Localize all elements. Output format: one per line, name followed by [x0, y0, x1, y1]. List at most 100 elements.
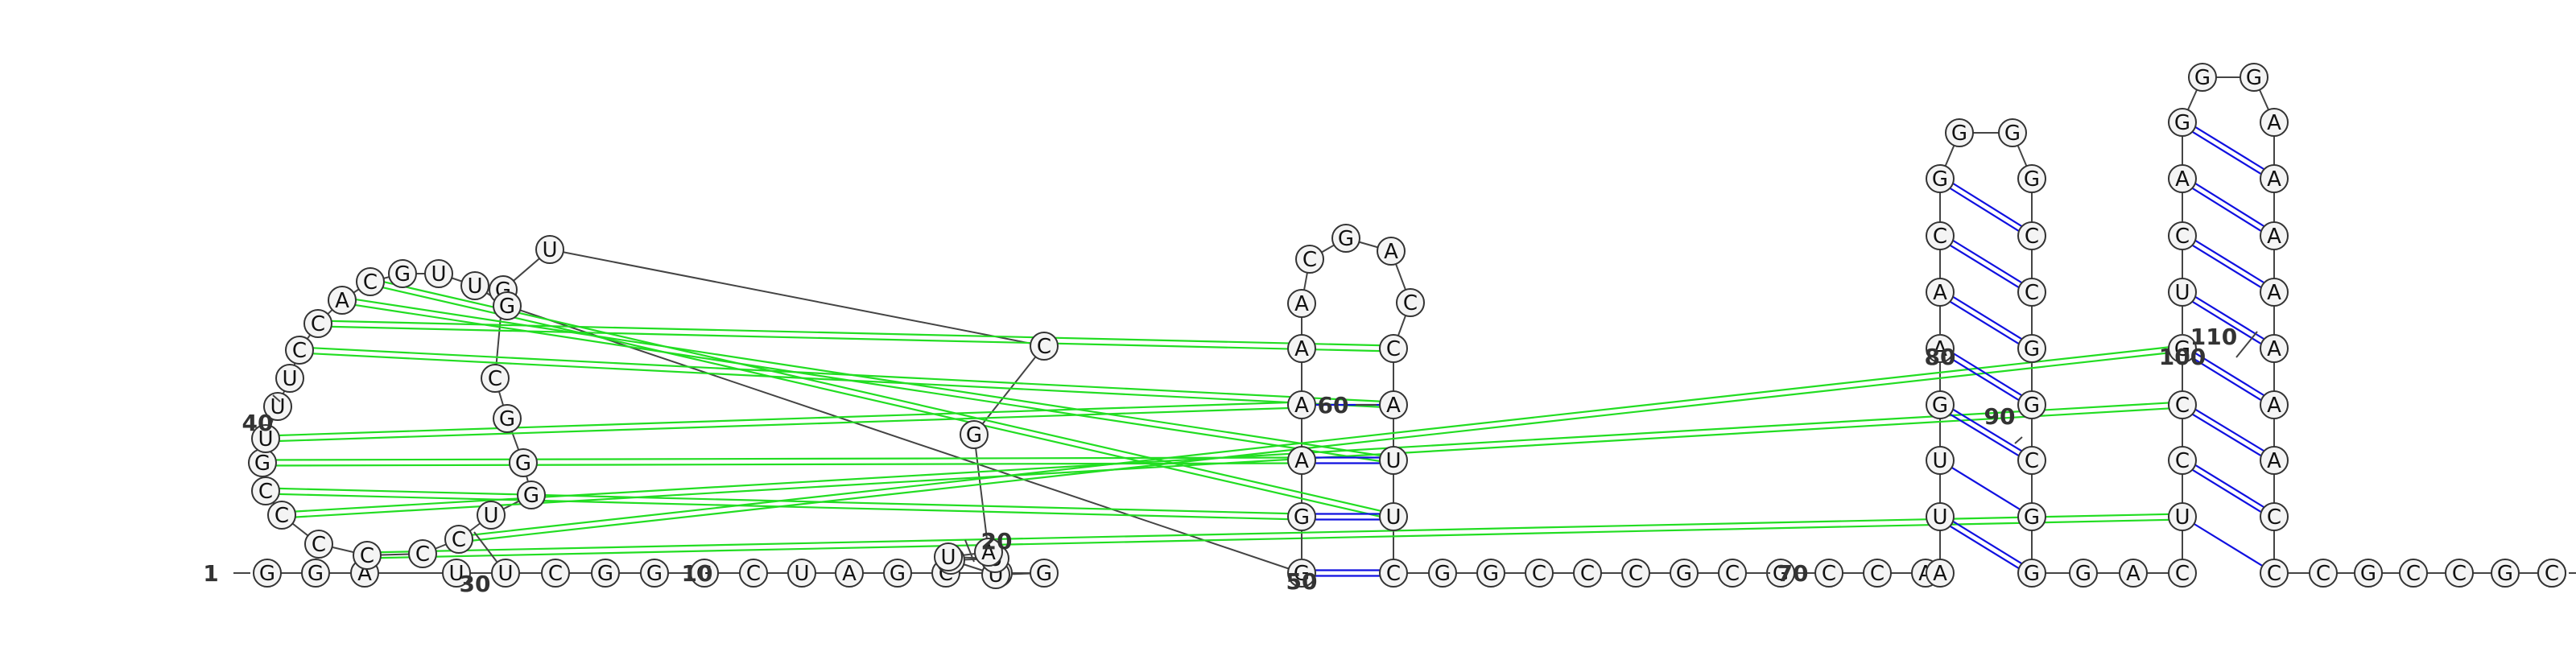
svg-text:C: C [1725, 562, 1740, 586]
nucleotide: C [353, 541, 382, 570]
pseudoknot-pair [459, 350, 2183, 543]
svg-text:A: A [2267, 111, 2281, 135]
base-pair [2180, 180, 2273, 239]
svg-text:C: C [2025, 281, 2039, 305]
svg-text:C: C [1403, 291, 1418, 316]
nucleotide: U [1379, 502, 1408, 531]
svg-text:A: A [2267, 167, 2281, 192]
svg-text:A: A [1386, 394, 1401, 418]
svg-text:G: G [2497, 562, 2513, 586]
svg-text:C: C [360, 544, 374, 568]
svg-text:C: C [1386, 337, 1401, 361]
svg-text:C: C [2175, 225, 2190, 249]
base-pair [2180, 124, 2273, 182]
nucleotide: U [787, 559, 816, 588]
base-pair [1938, 237, 2031, 295]
nucleotide: G [1670, 559, 1699, 588]
svg-text:G: G [2024, 394, 2040, 418]
nucleotide: G [2017, 502, 2046, 531]
nucleotide: C [356, 267, 385, 296]
pseudoknot-pair [282, 406, 2183, 519]
nucleotide: A [2260, 446, 2289, 475]
nucleotide: C [304, 530, 333, 559]
svg-text:U: U [467, 274, 482, 299]
nucleotide: G [493, 291, 522, 320]
base-pair [1938, 294, 2031, 352]
nucleotide: C [2399, 559, 2428, 588]
svg-text:G: G [2360, 562, 2376, 586]
backbone-segment [506, 305, 1302, 574]
nucleotide: G [509, 448, 538, 477]
nucleotide: A [1287, 446, 1316, 475]
svg-text:A: A [1933, 562, 1947, 586]
nucleotide: G [883, 559, 912, 588]
base-pair [2183, 233, 2277, 291]
base-pair [1941, 513, 2034, 571]
nucleotide: A [2260, 164, 2289, 193]
nucleotide: A [1379, 390, 1408, 419]
number-tick [473, 531, 498, 563]
svg-text:G: G [2024, 167, 2040, 192]
svg-text:A: A [1294, 292, 1309, 316]
svg-text:G: G [2246, 66, 2262, 90]
svg-text:G: G [966, 423, 982, 447]
nucleotide-layer: GGAUUCGGGCUAGCGGUAUUAGCUGCGGGUCCCCCCGUUU… [248, 63, 2566, 589]
svg-text:G: G [2174, 337, 2190, 361]
svg-text:C: C [1870, 562, 1885, 586]
base-pair [1938, 518, 2031, 576]
nucleotide: G [1766, 559, 1795, 588]
nucleotide: G [2354, 559, 2383, 588]
nucleotide: G [301, 559, 330, 588]
pseudoknot-pair [341, 302, 1393, 464]
nucleotide: C [2168, 390, 2197, 419]
svg-text:G: G [254, 452, 270, 476]
base-pair [2183, 345, 2277, 403]
nucleotide: C [1718, 559, 1747, 588]
nucleotide: G [2017, 164, 2046, 193]
nucleotide: G [1476, 559, 1505, 588]
nucleotide: C [2260, 559, 2289, 588]
nucleotide: G [591, 559, 620, 588]
base-pair [2180, 237, 2273, 295]
nucleotide: A [1926, 559, 1955, 588]
base-pair [1938, 406, 2031, 464]
nucleotide: G [1998, 118, 2027, 147]
nucleotide: A [2260, 334, 2289, 363]
svg-text:C: C [2316, 562, 2330, 586]
base-pair [1941, 175, 2034, 234]
nucleotide: C [303, 309, 332, 338]
nucleotide: G [1926, 390, 1955, 419]
nucleotide: U [2168, 502, 2197, 531]
base-pair [2183, 289, 2277, 347]
nucleotide: G [1926, 164, 1955, 193]
nucleotide: G [493, 404, 522, 433]
svg-text:C: C [548, 562, 563, 586]
nucleotide-number: 20 [981, 528, 1013, 555]
nucleotide-number: 10 [682, 560, 713, 587]
nucleotide: U [477, 501, 506, 530]
base-pair [1939, 460, 2033, 518]
pseudoknot-pair [366, 513, 2182, 554]
svg-text:U: U [1385, 449, 1401, 473]
svg-text:A: A [842, 562, 857, 586]
nucleotide: U [275, 364, 304, 393]
svg-text:C: C [363, 270, 378, 295]
pseudoknot-pair [265, 401, 1302, 437]
svg-text:C: C [2025, 225, 2039, 249]
nucleotide: C [2309, 559, 2338, 588]
svg-text:C: C [1629, 562, 1643, 586]
svg-text:C: C [2267, 505, 2281, 530]
nucleotide: C [2017, 278, 2046, 307]
nucleotide-number: 80 [1925, 344, 1956, 370]
nucleotide-number: 90 [1984, 403, 2016, 430]
nucleotide: G [1287, 559, 1316, 588]
svg-text:A: A [1933, 337, 1947, 361]
base-pair [2183, 175, 2277, 234]
base-pair [2182, 516, 2275, 574]
nucleotide-number: 100 [2159, 344, 2206, 370]
svg-text:A: A [1384, 240, 1398, 264]
number-tick [2235, 331, 2258, 358]
pseudoknot-pair [318, 320, 1394, 347]
nucleotide: C [1525, 559, 1554, 588]
svg-text:G: G [2024, 562, 2040, 586]
